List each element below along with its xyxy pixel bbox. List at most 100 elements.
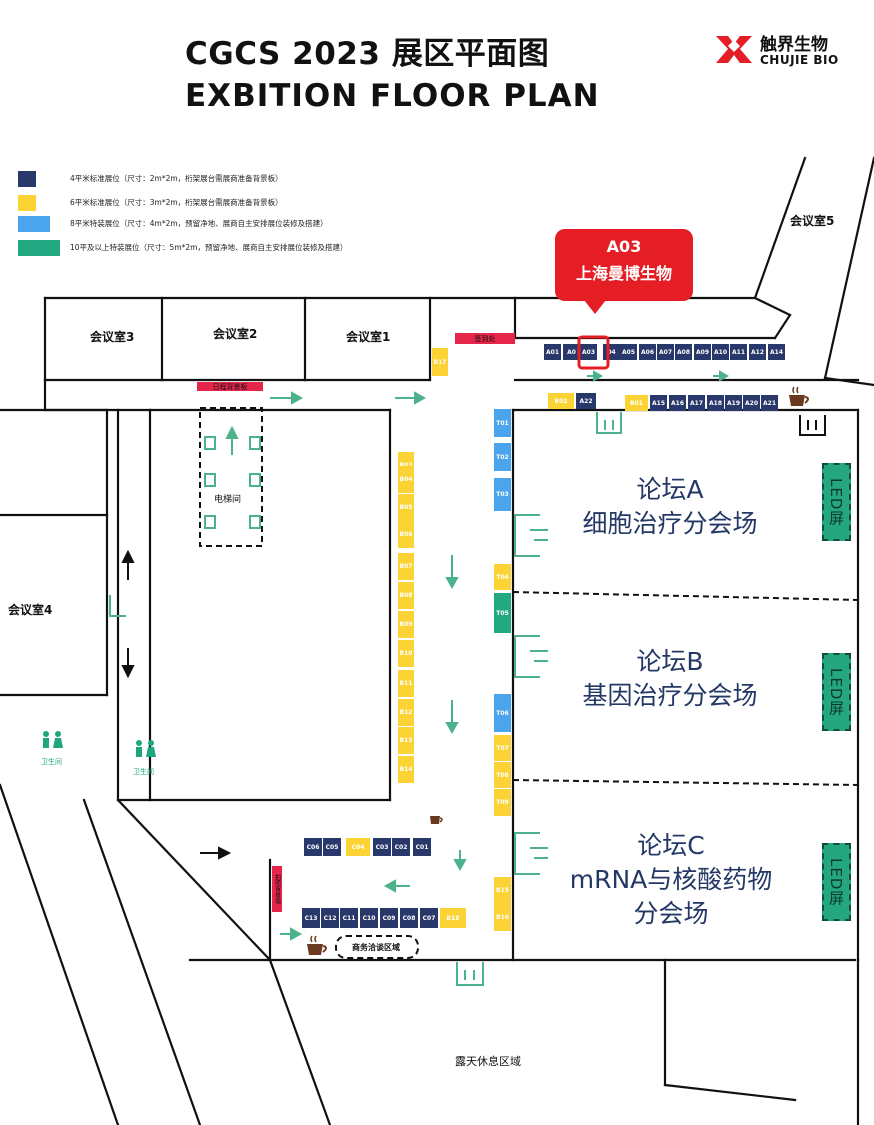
toilet-icon (136, 740, 156, 757)
booth-b04: B04 (398, 466, 414, 493)
booth-b17: B17 (432, 348, 448, 376)
forum-c-title: 论坛C (637, 831, 705, 860)
booth-a01: A01 (544, 344, 561, 360)
meeting-room-2: 会议室2 (213, 327, 258, 341)
legend-swatch (18, 216, 50, 232)
checkin-sign: 签到处 (455, 333, 515, 344)
booth-b16: B16 (494, 904, 511, 931)
booth-a11: A11 (730, 344, 747, 360)
booth-b06: B06 (398, 521, 414, 548)
booth-c07: C07 (420, 908, 438, 928)
booth-c10: C10 (360, 908, 378, 928)
booth-a03: A03 (580, 344, 597, 360)
booth-c04: C04 (346, 838, 370, 856)
elevator-label: 电梯间 (214, 495, 242, 505)
meeting-room-3: 会议室3 (90, 330, 135, 344)
booth-c01: C01 (413, 838, 431, 856)
booth-b08: B08 (398, 582, 414, 609)
led-screen-c: LED屏 (822, 843, 851, 921)
legend-swatch (18, 195, 36, 211)
callout-exhibitor-name: 上海曼博生物 (575, 264, 672, 283)
meeting-room-1: 会议室1 (346, 330, 391, 344)
booth-a06: A06 (639, 344, 656, 360)
photo-wall-sign: 拍照背景墙 (272, 866, 282, 912)
booth-t03: T03 (494, 478, 511, 511)
coffee-icon (789, 386, 809, 406)
legend-text: 6平米标准展位（尺寸：3m*2m，桁架展台需展商准备背景板） (70, 198, 283, 207)
business-area-label: 商务洽谈区域 (352, 943, 400, 952)
booth-t06: T06 (494, 694, 511, 732)
booth-t07: T07 (494, 735, 511, 761)
booth-a20: A20 (743, 395, 760, 411)
booth-a09: A09 (694, 344, 711, 360)
forum-b: 论坛B 基因治疗分会场 (565, 645, 775, 713)
page-title: CGCS 2023 展区平面图 (185, 36, 550, 72)
booth-b01: B01 (625, 395, 648, 411)
booth-a08: A08 (675, 344, 692, 360)
booth-c13: C13 (302, 908, 320, 928)
forum-c: 论坛C mRNA与核酸药物 分会场 (553, 829, 789, 931)
forum-a-title: 论坛A (636, 475, 704, 504)
led-screen-a: LED屏 (822, 463, 851, 541)
rest-area-label: 露天休息区域 (455, 1055, 521, 1068)
booth-b10: B10 (398, 640, 414, 667)
booth-c05: C05 (323, 838, 341, 856)
booth-a14: A14 (768, 344, 785, 360)
booth-t09: T09 (494, 789, 511, 816)
booth-t01: T01 (494, 409, 511, 437)
toilet-label-left: 卫生间 (41, 758, 62, 766)
booth-c02: C02 (392, 838, 410, 856)
coffee-icon (430, 816, 443, 824)
forum-b-title: 论坛B (636, 647, 704, 676)
booth-a16: A16 (669, 395, 686, 411)
callout-pointer (584, 300, 606, 314)
logo-cn-text: 触界生物 (760, 35, 828, 55)
booth-a15: A15 (650, 395, 667, 411)
logo-mark (716, 36, 752, 63)
legend-text: 8平米特装展位（尺寸：4m*2m，预留净地、展商自主安排展位装修及搭建） (70, 219, 328, 228)
booth-b13: B13 (398, 727, 414, 754)
a03-highlight-ring (577, 335, 610, 370)
booth-a07: A07 (657, 344, 674, 360)
meeting-room-5: 会议室5 (790, 214, 835, 228)
booth-b09: B09 (398, 611, 414, 638)
logo-en-text: CHUJIE BIO (760, 53, 839, 67)
backdrop-sign: 日程背景板 (197, 382, 263, 391)
booth-b15: B15 (494, 877, 511, 904)
booth-t08: T08 (494, 762, 511, 788)
booth-a19: A19 (725, 395, 742, 411)
legend-swatch (18, 240, 60, 256)
legend-swatch (18, 171, 36, 187)
page-subtitle: EXBITION FLOOR PLAN (185, 78, 600, 114)
booth-a18: A18 (707, 395, 724, 411)
booth-a12: A12 (749, 344, 766, 360)
booth-a0: A0 (563, 344, 580, 360)
legend-text: 10平及以上特装展位（尺寸：5m*2m，预留净地、展商自主安排展位装修及搭建） (70, 243, 348, 252)
forum-b-subtitle: 基因治疗分会场 (582, 681, 758, 710)
booth-b07: B07 (398, 553, 414, 580)
toilet-label-right: 卫生间 (133, 768, 154, 776)
booth-b02: B02 (548, 393, 574, 409)
toilet-icon (43, 731, 63, 748)
booth-b18: B18 (440, 908, 466, 928)
booth-b05: B05 (398, 494, 414, 521)
legend-text: 4平米标准展位（尺寸：2m*2m，桁架展台需展商准备背景板） (70, 174, 283, 183)
booth-c06: C06 (304, 838, 322, 856)
booth-c08: C08 (400, 908, 418, 928)
booth-c11: C11 (340, 908, 358, 928)
booth-c09: C09 (380, 908, 398, 928)
booth-a17: A17 (688, 395, 705, 411)
forum-c-subtitle-2: 分会场 (633, 899, 709, 928)
booth-t05: T05 (494, 593, 511, 633)
callout-booth-code: A03 (606, 237, 642, 256)
forum-a: 论坛A 细胞治疗分会场 (565, 473, 775, 541)
meeting-room-4: 会议室4 (8, 603, 53, 617)
booth-c03: C03 (373, 838, 391, 856)
booth-a21: A21 (761, 395, 778, 411)
booth-b12: B12 (398, 699, 414, 726)
led-screen-b: LED屏 (822, 653, 851, 731)
booth-a05: A05 (620, 344, 637, 360)
booth-b11: B11 (398, 670, 414, 697)
booth-t04: T04 (494, 564, 511, 590)
